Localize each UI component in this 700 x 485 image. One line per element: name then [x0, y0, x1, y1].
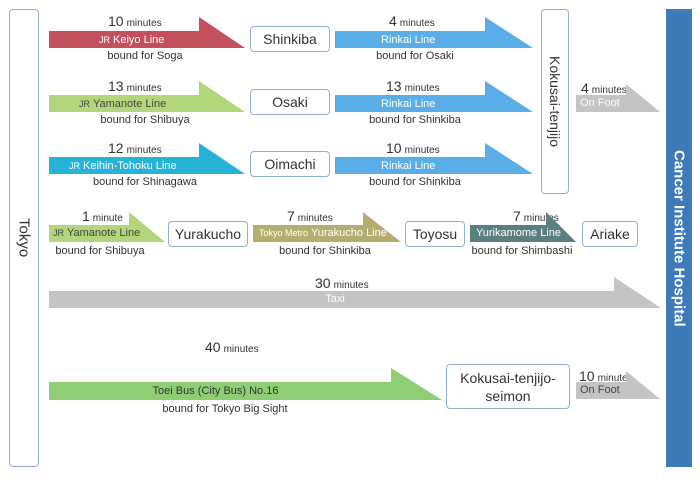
origin-tokyo: Tokyo: [9, 9, 39, 467]
arrow-foot2: On Foot: [576, 371, 660, 399]
arrow-rinkai-shinkiba1-shape: [335, 81, 533, 112]
arrow-rinkai-osaki-shape: [335, 17, 533, 48]
arrow-keiyo-shape: [49, 17, 245, 48]
bound-rinkai-shinkiba1: bound for Shinkiba: [369, 114, 461, 126]
label-yurikamome: Yurikamome Line: [476, 227, 561, 239]
label-foot1: On Foot: [580, 97, 620, 109]
arrow-foot1-shape: [576, 84, 660, 112]
arrow-bus: Toei Bus (City Bus) No.16: [49, 368, 442, 400]
station-oimachi: Oimachi: [250, 151, 330, 177]
bound-yamanote-yurakucho: bound for Shibuya: [55, 245, 145, 257]
label-foot2: On Foot: [580, 384, 620, 396]
station-shinkiba: Shinkiba: [250, 26, 330, 52]
destination-cancer-institute-hospital: Cancer Institute Hospital: [666, 9, 692, 467]
label-bus: Toei Bus (City Bus) No.16: [152, 385, 279, 397]
bound-yurakucho-line: bound for Shinkiba: [279, 245, 371, 257]
label-rinkai-osaki: Rinkai Line: [381, 34, 436, 46]
label-rinkai-shinkiba2: Rinkai Line: [381, 160, 436, 172]
arrow-keihin-shape: [49, 143, 245, 174]
bound-bus: bound for Tokyo Big Sight: [162, 403, 288, 415]
arrow-foot2-shape: [576, 371, 660, 399]
station-osaki: Osaki: [250, 89, 330, 115]
arrow-yurakucho-line-shape: [253, 212, 401, 242]
arrow-bus-shape: [49, 368, 442, 400]
bound-yurikamome: bound for Shimbashi: [471, 245, 573, 257]
arrow-rinkai-shinkiba2-shape: [335, 143, 533, 174]
arrow-rinkai-shinkiba2: Rinkai Line: [335, 143, 533, 174]
arrow-yamanote-yurakucho-shape: [49, 212, 165, 242]
label-taxi: Taxi: [325, 293, 345, 305]
bound-rinkai-osaki: bound for Osaki: [376, 50, 454, 62]
arrow-yurikamome-shape: [470, 212, 576, 242]
arrow-foot1: On Foot: [576, 84, 660, 112]
arrow-taxi-shape: [49, 277, 661, 308]
arrow-rinkai-shinkiba1: Rinkai Line: [335, 81, 533, 112]
bound-yamanote-osaki: bound for Shibuya: [100, 114, 190, 126]
bound-keiyo: bound for Soga: [107, 50, 183, 62]
bound-rinkai-shinkiba2: bound for Shinkiba: [369, 176, 461, 188]
arrow-rinkai-osaki: Rinkai Line: [335, 17, 533, 48]
station-kokusai-tenjijo: Kokusai-tenjijo: [541, 9, 569, 194]
station-yurakucho: Yurakucho: [168, 221, 248, 247]
label-rinkai-shinkiba1: Rinkai Line: [381, 98, 436, 110]
arrow-yurikamome: Yurikamome Line: [470, 212, 576, 242]
station-kokusai-tenjijo-seimon: Kokusai-tenjijo-seimon: [446, 364, 570, 409]
arrow-yamanote-osaki-shape: [49, 81, 245, 112]
station-ariake: Ariake: [582, 221, 638, 247]
bound-keihin: bound for Shinagawa: [93, 176, 197, 188]
station-toyosu: Toyosu: [405, 221, 465, 247]
arrow-taxi: Taxi: [49, 277, 661, 308]
